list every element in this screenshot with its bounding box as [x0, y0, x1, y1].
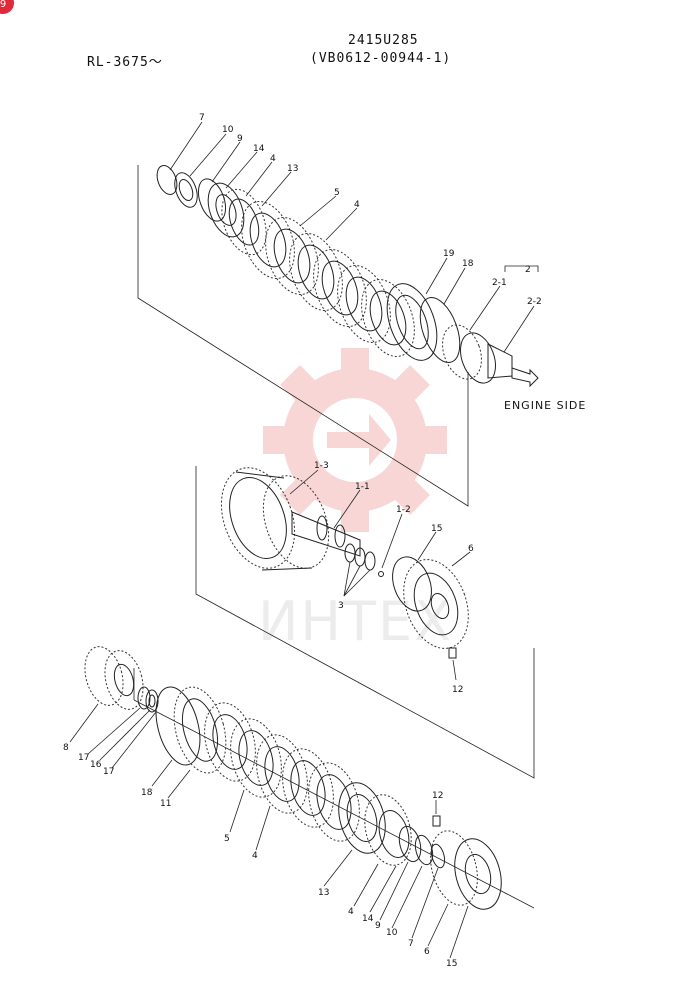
part-10-ring — [414, 834, 434, 866]
callout-2: 2 — [525, 265, 531, 275]
part-11-plate — [173, 686, 227, 774]
top-assembly: 7 10 9 14 4 13 5 4 19 18 2 2-1 2-2 ENGIN… — [137, 113, 586, 507]
callout-12: 12 — [432, 791, 443, 801]
callout-17: 17 — [78, 753, 89, 763]
part-10-ring — [174, 172, 198, 208]
callout-18: 18 — [462, 259, 474, 269]
watermark-text: ИНТЕХ — [258, 590, 454, 653]
callout-1-3: 1-3 — [314, 461, 329, 471]
callout-9: 9 — [375, 921, 381, 931]
callout-9: 9 — [237, 134, 243, 144]
callout-12: 12 — [452, 685, 463, 695]
callout-3: 3 — [338, 601, 344, 611]
part-14-piston — [364, 794, 412, 866]
engine-side-arrow — [511, 367, 539, 388]
callout-19: 19 — [443, 249, 455, 259]
callout-13: 13 — [318, 888, 329, 898]
callout-4: 4 — [270, 154, 276, 164]
part-12-bolt — [448, 647, 457, 659]
bottom-clutch-discs — [204, 702, 360, 842]
middle-frame — [195, 466, 535, 779]
part-16-bearing — [145, 689, 159, 713]
callout-6: 6 — [424, 947, 430, 957]
part-2-1-hub-gear — [442, 324, 482, 380]
engine-side-label: ENGINE SIDE — [504, 399, 586, 412]
part-18-snap-ring — [155, 686, 201, 766]
part-13-plate — [338, 782, 386, 854]
part-12-bolt — [432, 815, 441, 827]
part-6-gear — [430, 830, 478, 906]
part-19-plate — [386, 283, 438, 361]
callout-7: 7 — [199, 113, 205, 123]
callout-4b: 4 — [354, 200, 360, 210]
part-6-gear — [403, 559, 469, 649]
callout-5: 5 — [224, 834, 230, 844]
callout-7: 7 — [408, 939, 414, 949]
callout-16: 16 — [90, 760, 102, 770]
middle-assembly: 1-3 1-1 1-2 15 6 3 12 — [195, 461, 535, 779]
top-clutch-discs — [241, 201, 415, 357]
callout-5: 5 — [334, 188, 340, 198]
callout-2-1: 2-1 — [492, 278, 507, 288]
part-7-snap-ring — [430, 843, 446, 869]
callout-10: 10 — [222, 125, 234, 135]
part-1-1-shaft — [291, 511, 361, 557]
part-8-gear — [84, 646, 124, 706]
part-17-washer — [137, 686, 151, 710]
callout-10: 10 — [386, 928, 398, 938]
part-13-plate — [221, 188, 267, 256]
drawing-number: 2415U285 — [348, 33, 419, 48]
callout-8: 8 — [63, 743, 69, 753]
callout-14: 14 — [253, 144, 265, 154]
part-15-drum — [454, 838, 502, 910]
bottom-frame — [133, 668, 535, 909]
callout-18: 18 — [141, 788, 153, 798]
callout-15: 15 — [431, 524, 442, 534]
part-14-plate — [207, 182, 245, 238]
top-frame — [137, 165, 469, 507]
callout-6: 6 — [468, 544, 474, 554]
bottom-assembly: 8 17 16 17 18 11 5 4 13 4 14 9 10 7 6 15… — [63, 646, 535, 969]
part-1-2-ball — [378, 571, 384, 577]
drawing-reference: (VB0612-00944-1) — [310, 51, 452, 66]
part-1-3-drum — [220, 467, 296, 569]
callout-17b: 17 — [103, 767, 114, 777]
callout-4: 4 — [252, 851, 258, 861]
callout-2-2: 2-2 — [527, 297, 542, 307]
part-15-o-ring — [392, 556, 432, 612]
callout-1-1: 1-1 — [355, 482, 370, 492]
corner-badge[interactable]: 9 — [0, 0, 14, 14]
part-9-ring — [398, 825, 422, 863]
callout-14: 14 — [362, 914, 374, 924]
model-range: RL-3675〜 — [87, 55, 163, 70]
callout-11: 11 — [160, 799, 171, 809]
callout-1-2: 1-2 — [396, 505, 411, 515]
callout-13: 13 — [287, 164, 298, 174]
part-18-snap-ring — [419, 297, 461, 363]
callout-4b: 4 — [348, 907, 354, 917]
callout-15: 15 — [446, 959, 457, 969]
part-9-ring — [197, 178, 227, 222]
